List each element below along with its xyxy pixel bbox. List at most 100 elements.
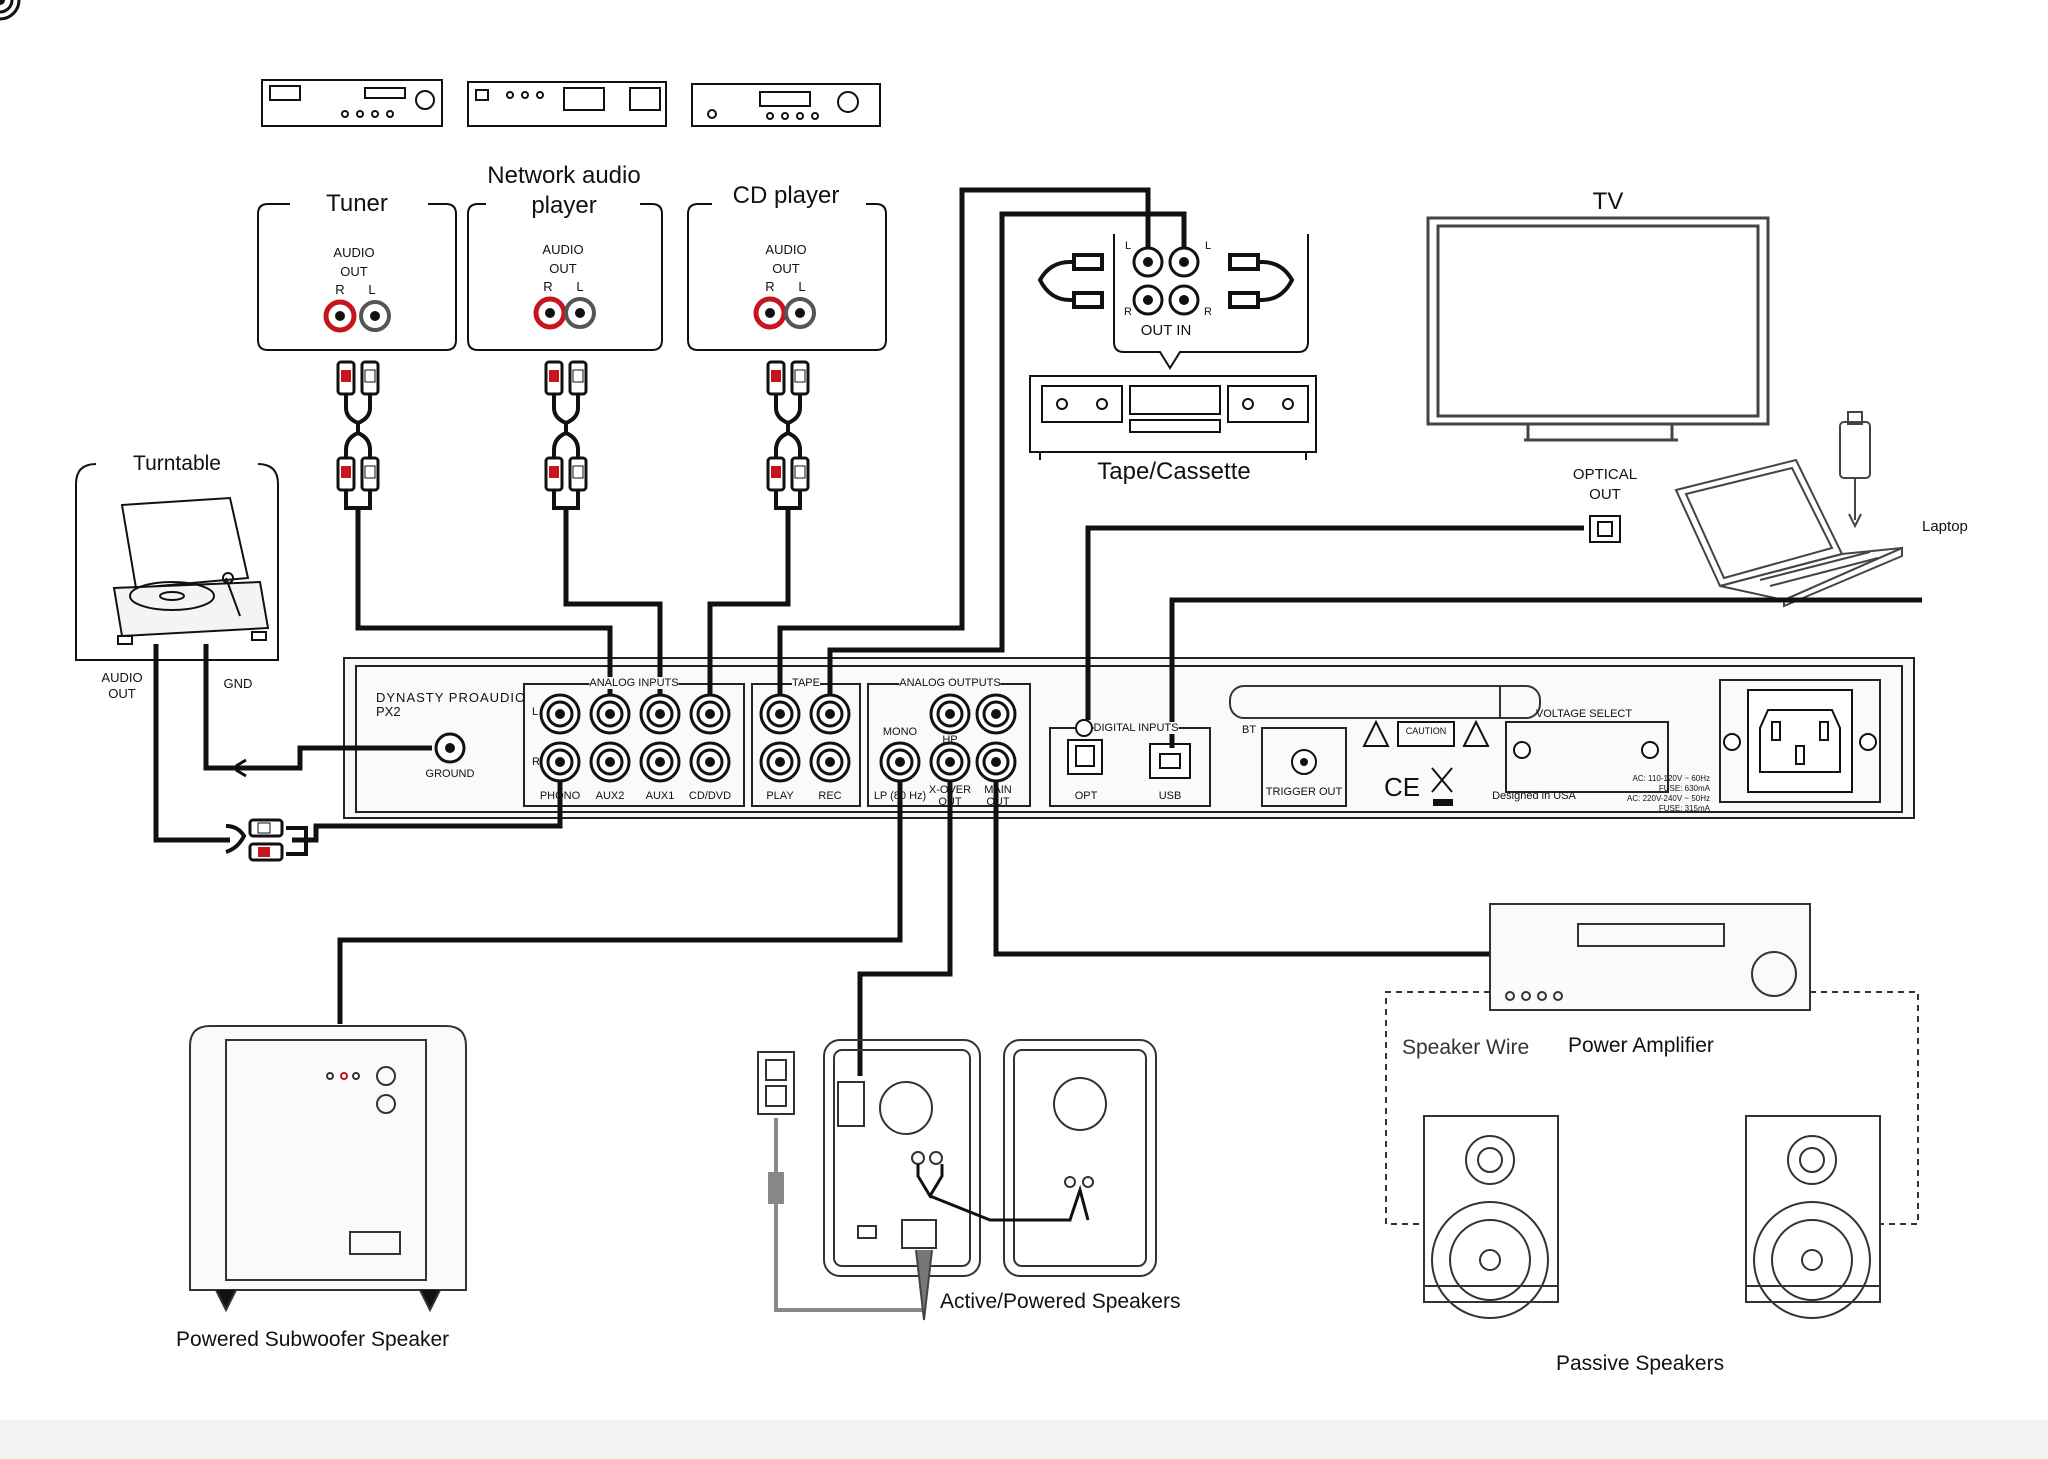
- speaker-wire-dashed: [1385, 991, 1919, 1225]
- ce-mark: CE: [1384, 772, 1421, 802]
- network-r-label: R: [543, 279, 553, 294]
- bt-antenna: [1229, 685, 1541, 719]
- jack-usb: USB: [1158, 790, 1182, 802]
- tape-side-cables: [1037, 253, 1295, 309]
- digital-inputs-label: DIGITAL INPUTS: [1093, 722, 1179, 734]
- jack-phono: PHONO: [539, 790, 581, 802]
- subwoofer-icon: [189, 1025, 467, 1313]
- tuner-title: Tuner: [326, 190, 388, 217]
- optical-out-label: OPTICAL: [1572, 466, 1638, 483]
- turntable-audio-out-2: OUT: [108, 686, 136, 701]
- passive-speaker-left: [1423, 1115, 1559, 1319]
- caution-label: CAUTION: [1405, 726, 1447, 736]
- power-amp-icon: [1489, 903, 1811, 1011]
- analog-inputs-label: ANALOG INPUTS: [589, 677, 679, 689]
- tuner-r-label: R: [335, 282, 345, 297]
- network-l-label: L: [576, 279, 584, 294]
- turntable-audio-out: AUDIO: [101, 670, 143, 685]
- tape-r-right: R: [1204, 306, 1212, 318]
- usb-plug-icon: [1839, 411, 1871, 529]
- cd-out-label: AUDIO: [765, 242, 807, 257]
- tuner-l-label: L: [368, 282, 376, 297]
- ac-rating-3: AC: 220V-240V ~ 50Hz: [1627, 794, 1710, 803]
- tape-connector-panel: [1113, 234, 1309, 370]
- tape-out-in: OUT IN: [1140, 322, 1192, 339]
- outlet-icon: [757, 1051, 795, 1115]
- jack-lp: LP (80 Hz): [873, 790, 927, 802]
- laptop-title: Laptop: [1922, 518, 1968, 535]
- trigger-out-label: TRIGGER OUT: [1265, 786, 1343, 798]
- preamp-chassis: [343, 657, 1915, 819]
- tape-jacks: [1132, 246, 1200, 316]
- tape-r-left: R: [1124, 306, 1132, 318]
- cd-player-unit-icon: [691, 83, 881, 127]
- warning-symbols: [1362, 719, 1490, 806]
- phono-rca-plugs: [225, 758, 308, 862]
- bt-label: BT: [1242, 724, 1257, 736]
- active-speaker-right: [1003, 1039, 1157, 1277]
- tv-icon: [1426, 216, 1770, 442]
- turntable-panel: [75, 463, 279, 661]
- ac-rating-2: FUSE: 630mA: [1658, 784, 1710, 793]
- tuner-out-label-2: OUT: [340, 264, 368, 279]
- turntable-gnd: GND: [223, 676, 253, 691]
- tape-section-label: TAPE: [792, 677, 820, 689]
- optical-out-label-2: OUT: [1589, 486, 1621, 503]
- tape-deck-icon: [1029, 375, 1317, 460]
- voltage-screws: [1513, 741, 1659, 759]
- cd-r-label: R: [765, 279, 775, 294]
- tape-l-right: L: [1204, 240, 1212, 252]
- tape-title: Tape/Cassette: [1097, 458, 1251, 485]
- cables: [153, 187, 1922, 1076]
- active-speaker-left: [823, 1039, 981, 1277]
- mono-label: MONO: [882, 726, 918, 738]
- turntable-icon: [112, 496, 270, 645]
- preamp-model: PX2: [376, 704, 401, 719]
- footer-band: [0, 1420, 2048, 1459]
- network-rca-cable: [546, 362, 586, 508]
- cd-rca-cable: [768, 362, 808, 508]
- cd-title: CD player: [732, 182, 840, 209]
- power-amp-label: Power Amplifier: [1568, 1034, 1714, 1057]
- tv-title: TV: [1592, 188, 1624, 215]
- network-title-1: Network audio: [487, 162, 641, 189]
- cd-out-label-2: OUT: [772, 261, 800, 276]
- optical-port-icon: [1589, 515, 1621, 543]
- network-out-label: AUDIO: [542, 242, 584, 257]
- optical-input-jack: [1067, 719, 1103, 775]
- tape-l-left: L: [1124, 240, 1132, 252]
- jack-main: MAIN OUT: [984, 784, 1012, 808]
- tuner-unit-icon: [261, 79, 443, 127]
- power-inlet: [1723, 689, 1877, 793]
- jack-cd: CD/DVD: [688, 790, 732, 802]
- subwoofer-label: Powered Subwoofer Speaker: [176, 1328, 450, 1351]
- usb-input-jack: [1149, 743, 1191, 779]
- network-player-unit-icon: [467, 81, 667, 127]
- passive-speakers-label: Passive Speakers: [1556, 1352, 1725, 1375]
- ground-label: GROUND: [425, 768, 475, 780]
- analog-outputs-label: ANALOG OUTPUTS: [899, 677, 1001, 689]
- right-channel-label: R: [532, 756, 540, 768]
- active-speakers-label: Active/Powered Speakers: [940, 1290, 1181, 1313]
- jack-aux2: AUX2: [595, 790, 625, 802]
- cd-l-label: L: [798, 279, 806, 294]
- network-out-label-2: OUT: [549, 261, 577, 276]
- jack-play: PLAY: [766, 790, 794, 802]
- jack-xover: X-OVER OUT: [928, 784, 972, 808]
- left-channel-label: L: [532, 706, 539, 718]
- jack-opt: OPT: [1074, 790, 1098, 802]
- network-title-2: player: [531, 192, 597, 219]
- tuner-rca-cable: [338, 362, 378, 508]
- passive-speaker-right: [1745, 1115, 1881, 1319]
- cd-panel: [687, 203, 887, 351]
- ac-rating-4: FUSE: 315mA: [1658, 804, 1710, 813]
- speaker-wire-label: Speaker Wire: [1402, 1036, 1530, 1059]
- laptop-icon: [1674, 458, 1903, 608]
- network-panel: [467, 203, 663, 351]
- ac-rating-1: AC: 110-120V ~ 60Hz: [1632, 774, 1710, 783]
- tuner-panel: [257, 203, 457, 351]
- hp-label: HP: [942, 734, 958, 746]
- active-speaker-cables: [768, 1118, 1090, 1321]
